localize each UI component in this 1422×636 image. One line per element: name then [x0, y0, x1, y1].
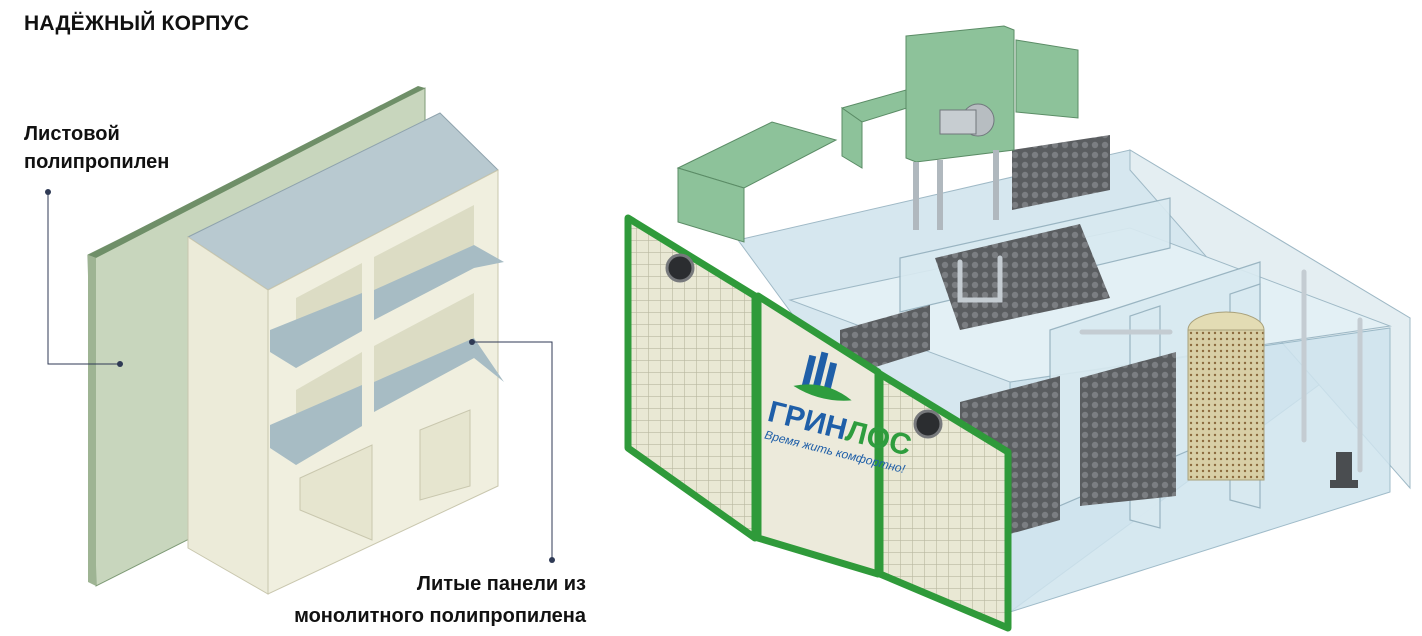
- compressor-cabinet: [905, 25, 1015, 163]
- panel-block-left-face: [187, 236, 269, 595]
- logo-buildings-icon: [800, 351, 838, 397]
- panel-shelf: [374, 338, 504, 412]
- logo-leaf-icon: [793, 384, 852, 401]
- media-block: [1012, 135, 1110, 210]
- sheet-polypropylene-top: [88, 86, 425, 258]
- filter-column-body: [1187, 329, 1265, 481]
- media-block: [935, 224, 1110, 330]
- callout-leaders: [45, 189, 555, 563]
- equipment-box-left-side: [677, 167, 745, 243]
- sheet-polypropylene-edge: [88, 255, 96, 586]
- inlet-port: [913, 409, 943, 439]
- page-title: НАДЁЖНЫЙ КОРПУС: [24, 12, 250, 35]
- panel-lower-leg: [419, 409, 471, 501]
- panel-shelf: [374, 245, 504, 320]
- leader-sheet-dot-start: [45, 189, 51, 195]
- panel-lower-leg: [299, 444, 373, 541]
- callout-panels-label: Литые панели из монолитного полипропилен…: [294, 573, 586, 627]
- media-block: [1080, 352, 1176, 506]
- treatment-plant-diagram: ГРИНЛОС Время жить комфортно!: [624, 25, 1411, 632]
- leader-panels-dot-end: [549, 557, 555, 563]
- panel-shelf: [270, 293, 362, 368]
- front-panel-right: [876, 370, 1012, 632]
- body-structure-diagram: [87, 86, 504, 595]
- equipment-box-middle-side: [841, 107, 863, 169]
- panel-shelf: [270, 385, 362, 465]
- leader-panels-dot-start: [469, 339, 475, 345]
- pump-icon: [1330, 452, 1358, 488]
- callout-sheet-label: Листовой полипропилен: [24, 123, 170, 173]
- pipe: [957, 255, 1003, 303]
- leader-sheet: [47, 192, 120, 365]
- inlet-port: [665, 253, 695, 283]
- leader-sheet-dot-end: [117, 361, 123, 367]
- equipment-hood-right: [1015, 39, 1079, 119]
- compressor-body: [939, 109, 977, 135]
- leader-panels: [472, 341, 553, 560]
